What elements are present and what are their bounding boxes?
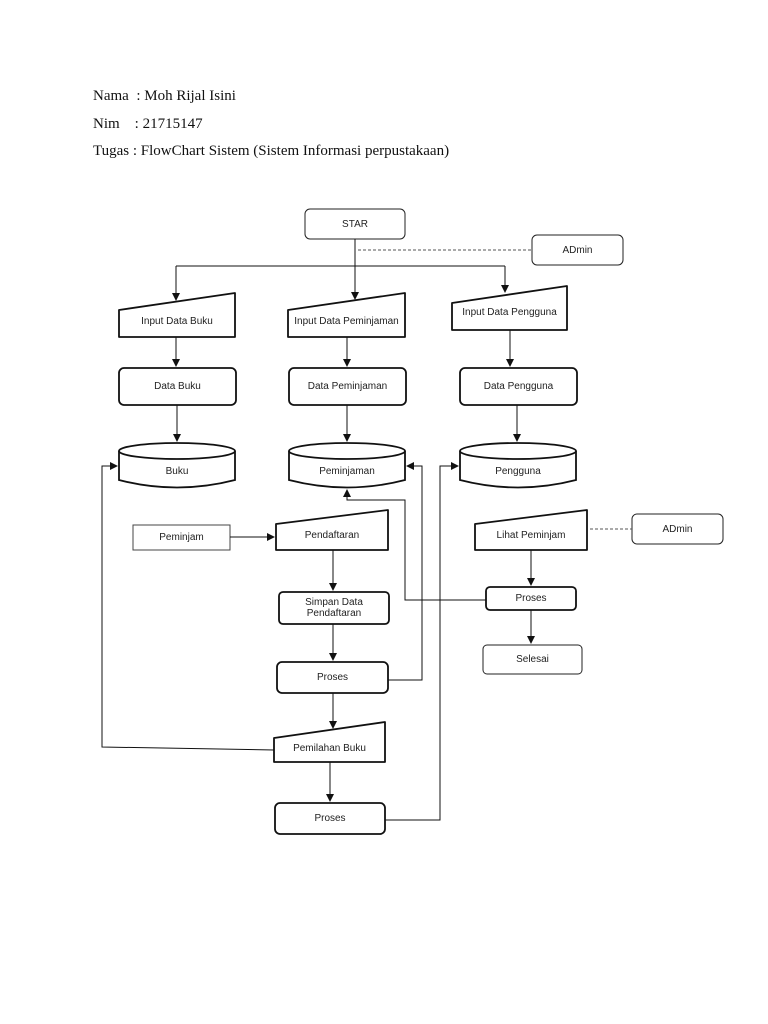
proses-1-label: Proses (316, 672, 349, 683)
data-buku-label: Data Buku (154, 381, 201, 392)
input-peminjaman-shape (287, 292, 406, 338)
simpan-data-line1: Simpan Data (305, 597, 363, 608)
simpan-data-box (278, 591, 390, 625)
peminjam-label: Peminjam (159, 532, 204, 543)
admin-top-label: ADmin (562, 244, 593, 256)
input-peminjaman-label: Input Data Peminjaman (294, 315, 399, 327)
db-pengguna-label: Pengguna (495, 465, 541, 477)
start-label: STAR (342, 218, 368, 230)
proses-2-box (274, 802, 386, 835)
simpan-data-label: Simpan Data Pendaftaran (279, 592, 389, 624)
selesai-label: Selesai (516, 654, 549, 665)
input-buku-label: Input Data Buku (141, 315, 213, 327)
header-tugas: Tugas : FlowChart Sistem (Sistem Informa… (93, 143, 450, 159)
db-buku-shape (118, 442, 236, 489)
data-pengguna-box (459, 367, 578, 406)
connectors (101, 239, 632, 821)
pendaftaran-shape (275, 509, 389, 551)
lihat-peminjam-label: Lihat Peminjam (496, 529, 566, 541)
db-peminjaman-shape (288, 442, 406, 489)
pemilahan-buku-shape (273, 721, 386, 763)
input-pengguna-label: Input Data Pengguna (462, 306, 557, 318)
input-buku-shape (118, 292, 236, 338)
peminjam-box (132, 524, 231, 551)
db-buku-label: Buku (165, 465, 189, 477)
data-pengguna-label: Data Pengguna (483, 381, 554, 392)
pemilahan-buku-label: Pemilahan Buku (293, 742, 366, 754)
data-peminjaman-label: Data Peminjaman (307, 381, 388, 392)
admin-top-box (531, 234, 624, 266)
header-nama: Nama : Moh Rijal Isini (93, 88, 236, 104)
proses-2-label: Proses (314, 813, 346, 824)
simpan-data-line2: Pendaftaran (306, 608, 362, 619)
db-pengguna-shape (459, 442, 577, 489)
db-peminjaman-label: Peminjaman (319, 465, 375, 477)
proses-3-label: Proses (515, 593, 547, 604)
pendaftaran-label: Pendaftaran (304, 529, 360, 541)
lihat-peminjam-shape (474, 509, 588, 551)
input-pengguna-shape (451, 285, 568, 331)
header-nim: Nim : 21715147 (93, 116, 203, 132)
selesai-terminal (482, 644, 583, 675)
admin-right-label: ADmin (662, 523, 693, 535)
